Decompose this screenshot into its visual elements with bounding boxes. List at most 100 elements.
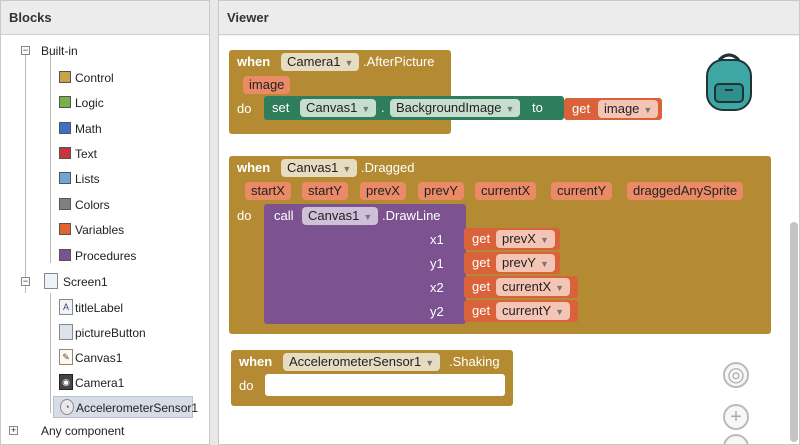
param-pill[interactable]: currentY (551, 182, 613, 200)
do-label: do (239, 378, 254, 393)
chevron-down-icon: ▼ (539, 258, 549, 269)
tree-builtin-label: Built-in (41, 44, 78, 58)
get-label: get (472, 255, 491, 270)
param-pill[interactable]: startY (302, 182, 348, 200)
dropdown-value: currentY (502, 303, 552, 318)
chevron-down-icon: ▼ (539, 234, 549, 245)
dropdown-value: Canvas1 (287, 160, 339, 175)
param-pill[interactable]: prevX (360, 182, 406, 200)
tree-component-canvas1[interactable]: ✎ Canvas1 (59, 347, 199, 369)
zoom-in-icon[interactable]: + (723, 404, 749, 430)
dropdown-value: Canvas1 (306, 100, 358, 115)
variable-dropdown[interactable]: currentY▼ (496, 302, 571, 320)
component-dropdown[interactable]: AccelerometerSensor1▼ (283, 353, 441, 371)
vertical-scrollbar[interactable] (790, 222, 798, 442)
call-label: call (274, 208, 294, 223)
collapse-icon[interactable]: − (21, 45, 30, 55)
get-variable-block[interactable]: get image▼ (564, 98, 662, 120)
tree-item-label: titleLabel (75, 301, 124, 315)
get-label: get (572, 101, 591, 116)
component-dropdown[interactable]: Canvas1▼ (302, 207, 379, 225)
tree-item-label: Variables (75, 223, 125, 237)
param-pill[interactable]: draggedAnySprite (627, 182, 744, 200)
event-label: .Dragged (361, 160, 415, 175)
tree-component-titlelabel[interactable]: A titleLabel (59, 297, 199, 319)
tree-item-label: Camera1 (75, 376, 125, 390)
component-dropdown[interactable]: Canvas1▼ (300, 99, 377, 117)
tree-item-label: Lists (75, 172, 100, 186)
property-dropdown[interactable]: BackgroundImage▼ (390, 99, 521, 117)
tree-item-label: Procedures (75, 249, 137, 263)
variable-dropdown[interactable]: prevY▼ (496, 254, 555, 272)
dropdown-value: Camera1 (287, 54, 341, 69)
tree-item-colors[interactable]: Colors (59, 194, 199, 216)
zoom-out-icon[interactable]: − (723, 434, 749, 444)
to-label: to (532, 100, 543, 115)
tree-item-label: Canvas1 (75, 351, 123, 365)
when-label: when (237, 160, 271, 175)
event-block-accelerometer-shaking[interactable]: when AccelerometerSensor1▼ .Shaking do (231, 350, 513, 406)
workspace[interactable]: when Camera1▼ .AfterPicture image do set… (219, 36, 799, 444)
backpack-icon[interactable] (699, 50, 759, 114)
variable-dropdown[interactable]: currentX▼ (496, 278, 571, 296)
get-variable-block[interactable]: get prevX▼ (464, 228, 560, 250)
button-icon (59, 324, 73, 340)
param-pill[interactable]: currentX (475, 182, 537, 200)
call-drawline-block[interactable]: call Canvas1▼ .DrawLine x1 y1 x2 y2 (264, 204, 466, 324)
blocks-panel-title: Blocks (1, 1, 209, 35)
tree-item-label: AccelerometerSensor1 (76, 401, 199, 415)
chevron-down-icon: ▼ (344, 57, 354, 68)
dropdown-value: prevX (502, 231, 536, 246)
expand-icon[interactable]: + (9, 425, 18, 435)
chevron-down-icon: ▼ (342, 163, 352, 174)
target-icon[interactable]: ◎ (723, 362, 749, 388)
event-block-camera-afterpicture[interactable]: when Camera1▼ .AfterPicture image do (229, 50, 451, 134)
variables-color-icon (59, 223, 71, 235)
param-pill[interactable]: startX (245, 182, 291, 200)
tree-item-label: Math (75, 122, 102, 136)
get-label: get (472, 303, 491, 318)
event-label: .Shaking (449, 354, 500, 369)
tree-item-label: Control (75, 71, 114, 85)
tree-any-component[interactable]: + Any component (1, 420, 181, 442)
tree-item-math[interactable]: Math (59, 118, 199, 140)
collapse-icon[interactable]: − (21, 276, 30, 286)
tree-item-logic[interactable]: Logic (59, 92, 199, 114)
lists-color-icon (59, 172, 71, 184)
when-label: when (237, 54, 271, 69)
tree-component-picturebutton[interactable]: pictureButton (59, 322, 199, 344)
tree-component-accelerometersensor1[interactable]: ◔ AccelerometerSensor1 (53, 396, 198, 418)
tree-item-control[interactable]: Control (59, 67, 199, 89)
colors-color-icon (59, 198, 71, 210)
tree-item-procedures[interactable]: Procedures (59, 245, 199, 267)
tree-item-variables[interactable]: Variables (59, 219, 199, 241)
event-label: .AfterPicture (363, 54, 435, 69)
component-dropdown[interactable]: Canvas1▼ (281, 159, 358, 177)
do-slot[interactable] (265, 374, 505, 396)
dot-label: . (381, 100, 385, 115)
blocks-panel: Blocks − Built-in Control Logic Math Tex… (0, 0, 210, 445)
param-pill[interactable]: prevY (418, 182, 464, 200)
tree-component-camera1[interactable]: ◉ Camera1 (59, 372, 199, 394)
when-label: when (239, 354, 273, 369)
get-label: get (472, 231, 491, 246)
tree-item-label: Colors (75, 198, 110, 212)
tree-item-lists[interactable]: Lists (59, 168, 199, 190)
get-variable-block[interactable]: get prevY▼ (464, 252, 560, 274)
tree-screen1[interactable]: − Screen1 (21, 271, 201, 293)
tree-item-label: Logic (75, 96, 104, 110)
variable-dropdown[interactable]: image▼ (598, 100, 659, 118)
dropdown-value: AccelerometerSensor1 (289, 354, 422, 369)
set-property-block[interactable]: set Canvas1▼ . BackgroundImage▼ to (264, 96, 564, 120)
get-variable-block[interactable]: get currentX▼ (464, 276, 578, 298)
variable-dropdown[interactable]: prevX▼ (496, 230, 555, 248)
logic-color-icon (59, 96, 71, 108)
tree-item-text[interactable]: Text (59, 143, 199, 165)
set-label: set (272, 100, 290, 115)
get-variable-block[interactable]: get currentY▼ (464, 300, 578, 322)
do-label: do (237, 208, 252, 223)
tree-screen1-label: Screen1 (63, 275, 108, 289)
math-color-icon (59, 122, 71, 134)
component-dropdown[interactable]: Camera1▼ (281, 53, 360, 71)
param-pill[interactable]: image (243, 76, 291, 94)
